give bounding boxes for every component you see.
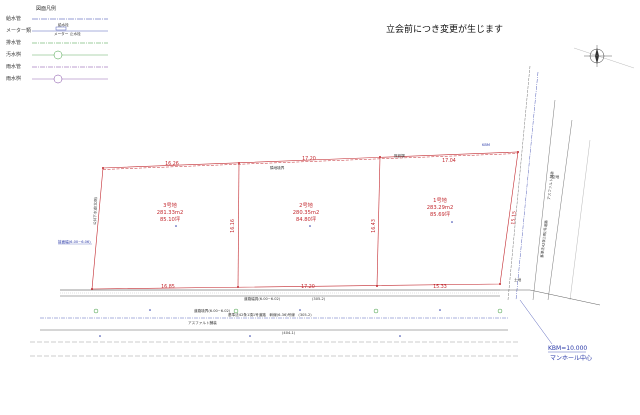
mark-land: 土地 — [514, 277, 522, 282]
right-road-label: 基準法42条1項1号道路 — [539, 219, 549, 258]
legend-rain-pit-icon — [53, 74, 63, 84]
legend-sub-stopcock: 止水栓 — [70, 31, 81, 36]
dim-top-lot2: 17.20 — [302, 156, 316, 162]
road-note: 道路幅員(6.00~6.02) — [244, 296, 281, 301]
sewage-pits — [93, 308, 503, 314]
lot-1-area-m2: 283.29m2 — [427, 205, 454, 211]
lot-1-label: 1号地 283.29m2 85.69坪 — [427, 196, 454, 218]
kbm-leader — [519, 299, 553, 345]
dim-top-lot1: 17.04 — [442, 158, 456, 164]
lot-3-area-m2: 281.33m2 — [157, 210, 184, 216]
dim-side-right: 15.15 — [510, 211, 517, 225]
left-note-2: 接面幅(6.00~6.06) — [58, 239, 91, 244]
lot-2-area-m2: 280.35m2 — [293, 210, 320, 216]
lot-3-name: 3号地 — [163, 201, 177, 209]
lot-3-label: 3号地 281.33m2 85.10坪 — [157, 201, 184, 223]
front-road — [30, 289, 601, 357]
lot-1-name: 1号地 — [433, 196, 447, 204]
main-road-label: 基準法42条1項1号道路 幹線(6-36)号線 (305-2) — [228, 312, 312, 317]
legend-sub-tap: 給水栓 — [58, 22, 69, 27]
lot-2-label: 2号地 280.35m2 84.80坪 — [293, 201, 320, 223]
north-arrow-icon — [584, 45, 612, 67]
legend-label-rain-pit: 雨水桝 — [6, 75, 21, 82]
legend-label-drain: 排水管 — [6, 39, 21, 46]
mark-vacant: 空地 — [552, 174, 560, 179]
kbm-label: KBM=10.000 — [548, 345, 587, 352]
survey-points — [91, 151, 519, 337]
top-note-1: 隣地境界 — [270, 165, 285, 170]
dim-bottom-lot1: 15.33 — [433, 284, 447, 290]
lot-2-name: 2号地 — [299, 201, 313, 209]
lot-divider-1 — [237, 162, 240, 288]
left-note-1: 公共下水道(北側) — [92, 196, 98, 225]
legend-sewage-pit-icon — [53, 50, 63, 60]
legend-title: 図面凡例 — [36, 5, 56, 12]
dim-bottom-lot3: 16.85 — [161, 284, 175, 290]
legend-meter-box — [55, 26, 67, 31]
lot-2-area-tsubo: 84.80坪 — [296, 215, 316, 223]
legend-label-sewage-pit: 汚水桝 — [6, 51, 21, 58]
legend: 図面凡例 給水管 メーター類 給水栓 メーター 止水栓 排水管 汚水桝 雨水管 … — [6, 5, 108, 84]
dim-top-lot3: 16.26 — [165, 161, 179, 167]
right-kbm-note: KBM — [482, 143, 490, 147]
lot-divider-2 — [376, 156, 381, 287]
road-note-2: 道路境界(6.00~6.02) — [194, 308, 231, 313]
north-guide-line — [573, 47, 635, 69]
road-code: (305-2) — [312, 297, 326, 301]
dim-side-divider-1: 16.16 — [230, 219, 236, 233]
legend-sub-meter: メーター — [54, 31, 69, 36]
lot-1-area-tsubo: 85.69坪 — [430, 210, 450, 218]
legend-label-water-supply: 給水管 — [6, 15, 21, 22]
lot-3-area-tsubo: 85.10坪 — [160, 215, 180, 223]
asphalt-label: アスファルト舗装 — [188, 320, 217, 325]
top-boundary-dash — [102, 153, 519, 170]
legend-label-rain-pipe: 雨水管 — [6, 63, 21, 70]
right-asphalt-label: アスファルト舗装 — [546, 171, 555, 201]
dim-side-divider-2: 16.43 — [371, 219, 377, 233]
kbm-sub: マンホール中心 — [550, 354, 592, 362]
notice-text: 立会前につき変更が生じます — [386, 23, 503, 35]
top-note-2: 既設塀 — [394, 153, 405, 158]
road-code-2: (404-1) — [282, 331, 296, 335]
dim-bottom-lot2: 17.20 — [301, 284, 315, 290]
legend-label-meter: メーター類 — [6, 27, 31, 34]
right-road — [507, 65, 591, 301]
